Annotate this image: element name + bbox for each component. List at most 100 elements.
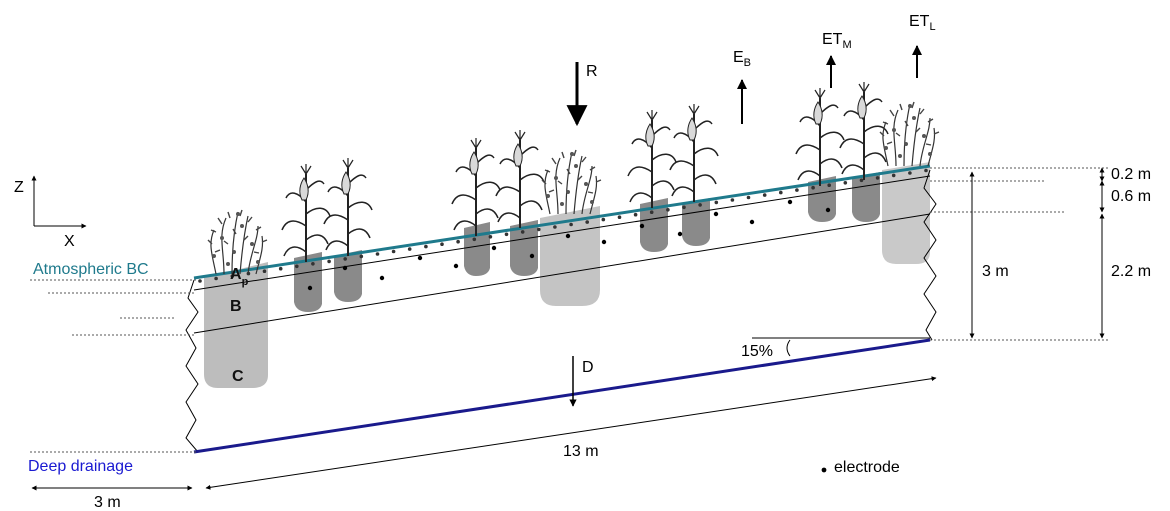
maize-plant-icon: [451, 137, 501, 237]
deep-drainage-label: Deep drainage: [28, 458, 133, 475]
electrode-dot-icon: [891, 173, 896, 178]
electrode-dot-icon: [553, 225, 557, 229]
et-maize-flux: ETM: [822, 31, 852, 88]
electrode-dot-icon: [825, 207, 831, 213]
electrode-dot-icon: [779, 190, 783, 195]
electrode-dot-icon: [343, 257, 348, 261]
electrode-dot-icon: [713, 211, 719, 217]
evap-bare-flux: EB: [733, 49, 751, 124]
layer3-thickness-label: 2.2 m: [1111, 263, 1151, 280]
electrode-dot-icon: [633, 212, 638, 217]
et-ley-label: ETL: [909, 13, 936, 33]
slope-indicator: 15%: [741, 337, 930, 360]
maize-plant-icon: [627, 109, 677, 209]
electrode-dot-icon: [327, 259, 331, 264]
electrode-dot-icon: [453, 263, 459, 269]
electrode-dot-icon: [746, 195, 751, 200]
reference-lines: [30, 167, 1110, 453]
electrode-dot-icon: [342, 265, 348, 271]
rain-flux: R: [566, 62, 598, 127]
electrode-dot-icon: [569, 222, 573, 227]
electrode-dot-icon: [198, 279, 202, 283]
evap-bare-label: EB: [733, 49, 751, 69]
electrode-dot-icon: [875, 176, 880, 180]
root-zone-ley-middle: [540, 206, 600, 306]
et-maize-label: ETM: [822, 31, 852, 51]
ley-plant-icon: [541, 149, 602, 215]
electrode-dot-icon: [924, 168, 928, 173]
electrode-dot-icon: [472, 237, 477, 242]
maize-plant-icon: [281, 163, 331, 263]
electrode-dot-icon: [278, 266, 283, 271]
electrode-dot-icon: [795, 188, 799, 192]
layer1-thickness-label: 0.2 m: [1111, 166, 1151, 183]
rain-label: R: [586, 63, 598, 80]
electrode-dot-icon: [537, 227, 541, 232]
horizon-b-label: B: [230, 298, 242, 315]
electrode-dot-icon: [520, 230, 525, 234]
electrode-dot-icon: [565, 233, 571, 239]
electrode-dot-icon: [827, 183, 831, 187]
electrode-dot-icon: [311, 262, 315, 266]
legend-electrode-label: electrode: [834, 459, 900, 476]
root-zone-ley-right: [882, 162, 930, 264]
root-zones: [204, 162, 930, 388]
ley-plant-icon: [207, 209, 268, 275]
electrode-dot-icon: [677, 231, 683, 237]
atmospheric-bc-label: Atmospheric BC: [33, 261, 149, 278]
electrode-dot-icon: [682, 205, 686, 210]
electrode-dot-icon: [491, 245, 497, 251]
maize-plant-icon: [669, 103, 719, 203]
electrode-dot-icon: [811, 185, 815, 190]
soil-surface-line: [193, 164, 931, 280]
maize-plant-icon: [795, 87, 845, 187]
axis-indicator: Z X: [14, 175, 87, 250]
maize-plant-icon: [323, 157, 373, 257]
electrode-dot-icon: [601, 239, 607, 245]
electrode-dot-icon: [666, 208, 670, 212]
electrode-dot-icon: [262, 269, 267, 274]
electrode-dot-icon: [417, 255, 423, 261]
electrode-dot-icon: [307, 285, 313, 291]
electrode-dot-icon: [440, 242, 444, 246]
maize-plant-icon: [839, 81, 889, 181]
electrode-dot-icon: [391, 249, 396, 254]
electrode-dot-icon: [214, 276, 218, 281]
root-zone-ley-left: [204, 262, 268, 388]
layer2-thickness-label: 0.6 m: [1111, 188, 1151, 205]
electrode-dot-icon: [379, 275, 385, 281]
horizon-a-label: Ap: [230, 266, 249, 288]
drainage-label: D: [582, 359, 594, 376]
electrode-dot-icon: [649, 210, 654, 214]
electrode-dot-icon: [749, 219, 755, 225]
electrode-dot-icon: [585, 220, 589, 224]
electrode-dot-icon: [601, 217, 606, 222]
axis-z-label: Z: [14, 179, 24, 196]
dimension-markers: 3 m 0.2 m 0.6 m 2.2 m 13 m 3 m: [31, 166, 1151, 511]
legend: electrode: [821, 459, 900, 476]
axis-x-label: X: [64, 233, 75, 250]
depth-label: 3 m: [982, 263, 1009, 280]
electrode-dot-icon: [456, 239, 460, 244]
electrode-dot-icon: [488, 235, 493, 239]
horizon-c-label: C: [232, 368, 244, 385]
electrode-dot-icon: [424, 244, 428, 249]
electrode-dot-icon: [407, 247, 412, 251]
electrode-dot-icon: [504, 232, 509, 237]
electrode-dot-icon: [762, 193, 767, 197]
ley-plant-icon: [879, 101, 940, 167]
maize-plant-icon: [495, 129, 545, 229]
et-ley-flux: ETL: [909, 13, 936, 78]
drainage-flux: D: [569, 356, 594, 407]
electrode-dot-icon: [843, 181, 848, 185]
electrode-dot-icon: [529, 253, 535, 259]
electrode-dot-icon: [698, 203, 702, 207]
electrode-row-surface: [198, 168, 928, 283]
electrode-dot-icon: [617, 215, 622, 219]
electrode-dot-icon: [295, 264, 299, 269]
electrode-dot-icon: [714, 200, 719, 205]
length-label: 13 m: [563, 443, 599, 460]
slope-label: 15%: [741, 343, 773, 360]
electrode-dot-icon: [908, 171, 912, 175]
